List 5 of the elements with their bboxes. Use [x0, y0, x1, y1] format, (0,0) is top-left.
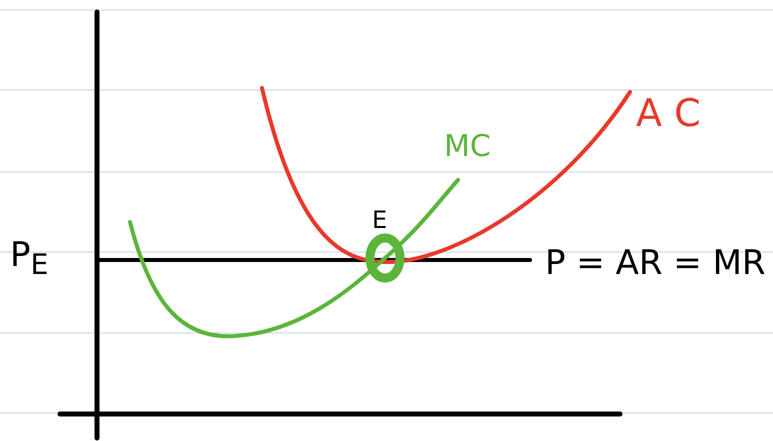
axis-label: P$_{E}$ [10, 238, 48, 280]
curve-label: MC [444, 132, 491, 162]
line-label: P = AR = MR [545, 246, 766, 280]
point-label: E [372, 208, 388, 232]
curve-label: A C [636, 94, 701, 132]
